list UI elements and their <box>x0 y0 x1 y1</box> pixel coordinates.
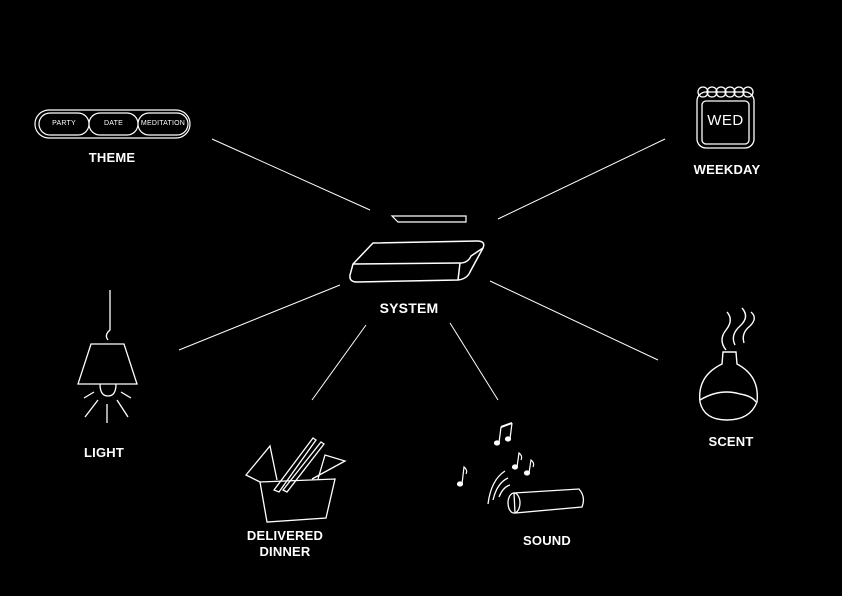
music-notes-icon <box>456 422 535 487</box>
calendar-icon <box>696 86 755 149</box>
label-dinner-line1: DELIVERED <box>246 528 324 543</box>
theme-option-date: DATE <box>104 120 123 127</box>
takeout-box-icon <box>244 437 347 523</box>
theme-option-party: PARTY <box>52 120 76 127</box>
diffuser-icon <box>698 307 759 421</box>
system-device-icon <box>349 215 485 283</box>
lamp-icon <box>77 290 138 423</box>
calendar-day-text: WED <box>707 112 744 129</box>
connector-weekday <box>497 138 666 220</box>
connector-light <box>178 284 341 351</box>
connector-dinner <box>311 324 367 401</box>
label-sound: SOUND <box>523 533 571 548</box>
label-theme: THEME <box>88 150 136 165</box>
connector-sound <box>449 322 499 401</box>
theme-option-meditation: MEDITATION <box>140 120 186 127</box>
label-system: SYSTEM <box>379 300 439 316</box>
theme-switch-icon <box>34 109 191 139</box>
label-scent: SCENT <box>708 434 754 449</box>
connector-theme <box>211 138 371 211</box>
connector-scent <box>489 280 659 361</box>
label-weekday: WEEKDAY <box>693 162 761 177</box>
label-light: LIGHT <box>84 445 124 460</box>
label-dinner-line2: DINNER <box>259 544 311 559</box>
speaker-icon <box>487 470 585 514</box>
